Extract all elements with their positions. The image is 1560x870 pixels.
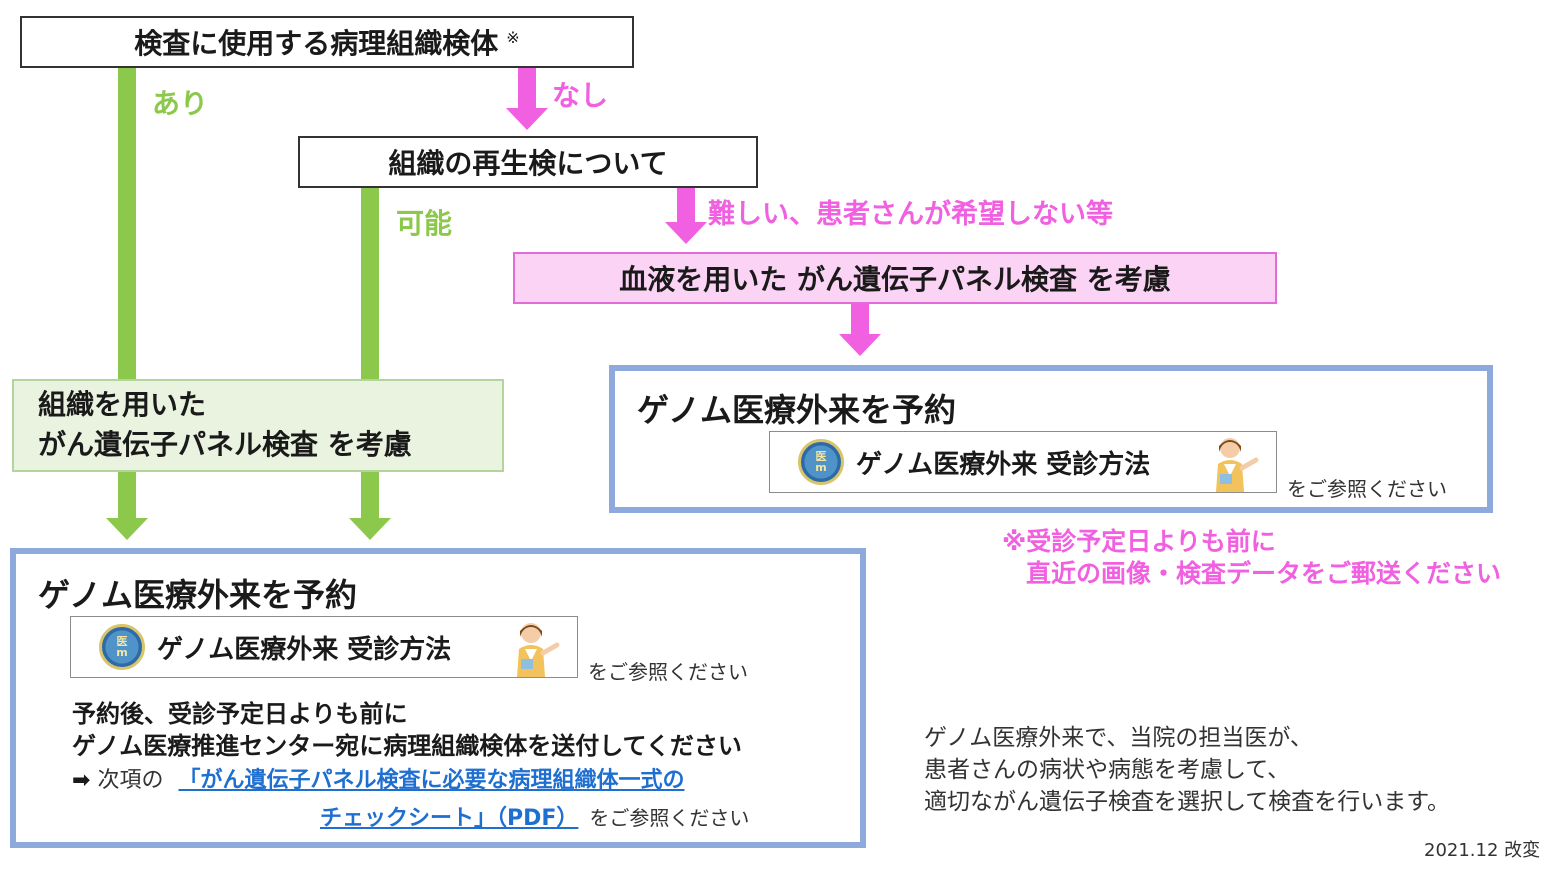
left-instruction-line2: ゲノム医療推進センター宛に病理組織検体を送付してください	[72, 732, 742, 760]
branch-possible-label: 可能	[396, 207, 453, 240]
revision-note: 2021.12 改変	[1424, 840, 1541, 861]
branch-no-label: なし	[552, 79, 609, 112]
blood-panel-box: 血液を用いた がん遺伝子パネル検査 を考慮	[513, 252, 1277, 304]
tissue-panel-box: 組織を用いた がん遺伝子パネル検査 を考慮	[12, 379, 504, 472]
regen-biopsy-box: 組織の再生検について	[298, 136, 758, 188]
right-panel-title: ゲノム医療外来を予約	[637, 391, 957, 429]
difficult-arrowhead	[665, 222, 707, 244]
left-panel-title: ゲノム医療外来を予約	[38, 576, 358, 614]
specimen-box: 検査に使用する病理組織検体 ※	[20, 16, 634, 68]
arrow-right-icon: ➡	[72, 768, 91, 793]
blood-to-reserve-connector	[851, 304, 869, 336]
next-page-prefix: 次項の	[97, 768, 164, 793]
checksheet-link-line2[interactable]: チェックシート」（PDF）	[320, 806, 579, 831]
possible-connector	[361, 188, 379, 380]
branch-difficult-label: 難しい、患者さんが希望しない等	[708, 199, 1113, 230]
no-arrowhead	[506, 108, 548, 130]
tissue-right-connector	[361, 472, 379, 520]
difficult-connector	[677, 188, 695, 224]
regen-box-label: 組織の再生検について	[388, 147, 668, 180]
left-instruction-line1: 予約後、受診予定日よりも前に	[72, 700, 408, 728]
staff-person-icon	[517, 623, 560, 677]
description-line1: ゲノム医療外来で、当院の担当医が、	[924, 725, 1313, 751]
tissue-box-line2: がん遺伝子パネル検査 を考慮	[38, 428, 412, 461]
blood-box-label: 血液を用いた がん遺伝子パネル検査 を考慮	[619, 263, 1171, 296]
right-refer-text: をご参照ください	[1287, 477, 1447, 501]
left-refer-text: をご参照ください	[588, 660, 748, 684]
right-note-line1: ※受診予定日よりも前に	[1002, 527, 1276, 556]
blood-to-reserve-arrowhead	[839, 334, 881, 356]
tissue-right-arrowhead	[349, 518, 391, 540]
checksheet-link-line2-row: チェックシート」（PDF） をご参照ください	[320, 800, 749, 832]
branch-yes-label: あり	[152, 87, 209, 120]
no-connector	[518, 68, 536, 110]
left-button-label: ゲノム医療外来 受診方法	[157, 634, 452, 665]
right-button-label: ゲノム医療外来 受診方法	[856, 449, 1151, 480]
next-page-line: ➡ 次項の 「がん遺伝子パネル検査に必要な病理組織体一式の	[72, 762, 684, 794]
right-note-line2: 直近の画像・検査データをご郵送ください	[1026, 559, 1502, 588]
description-line3: 適切ながん遺伝子検査を選択して検査を行います。	[924, 789, 1451, 815]
description-line2: 患者さんの病状や病態を考慮して、	[924, 757, 1291, 783]
link-refer-text: をご参照ください	[589, 806, 750, 830]
yes-connector	[118, 68, 136, 380]
specimen-box-label: 検査に使用する病理組織検体	[134, 27, 499, 60]
tissue-left-connector	[118, 472, 136, 520]
checksheet-link-line1[interactable]: 「がん遺伝子パネル検査に必要な病理組織体一式の	[178, 768, 685, 793]
tissue-left-arrowhead	[106, 518, 148, 540]
staff-person-icon	[1216, 438, 1259, 492]
specimen-note-mark: ※	[506, 28, 520, 47]
tissue-box-line1: 組織を用いた	[38, 388, 207, 421]
